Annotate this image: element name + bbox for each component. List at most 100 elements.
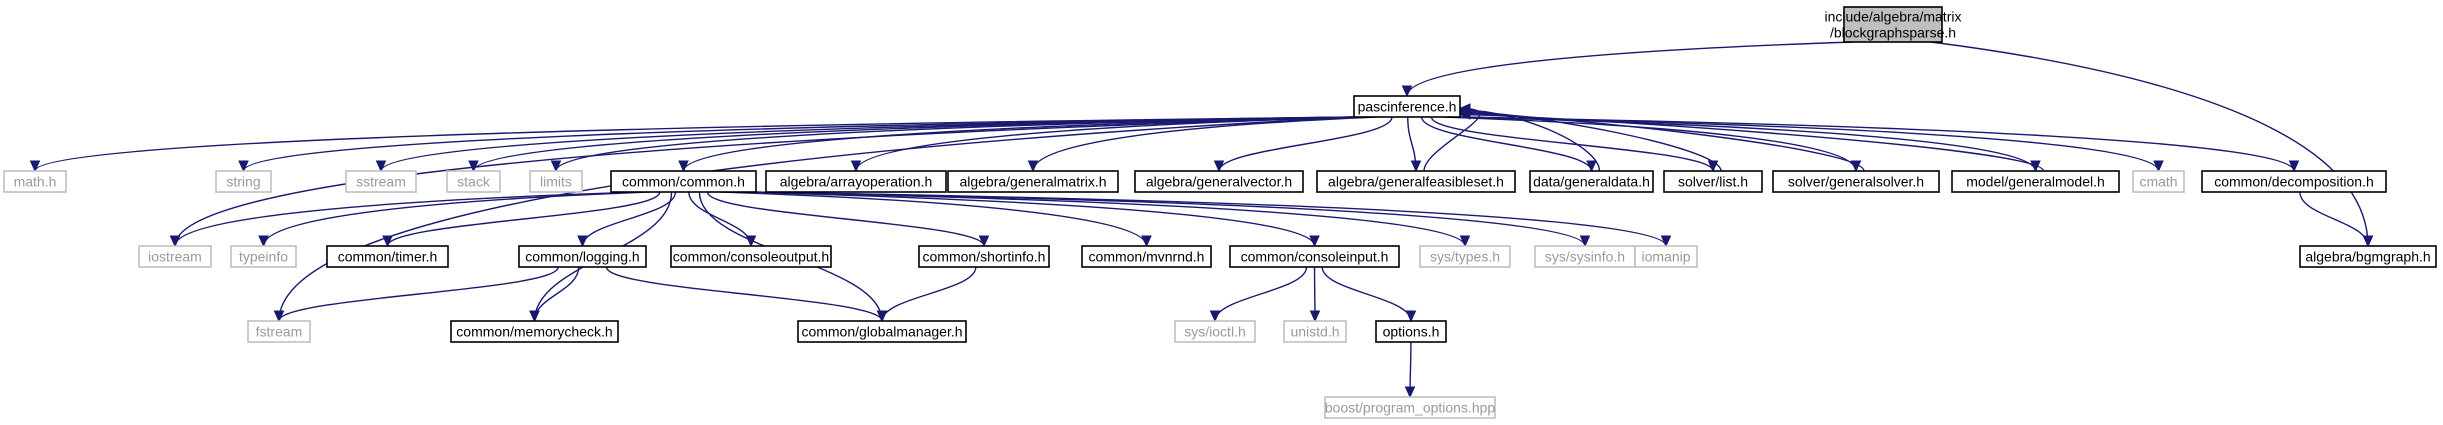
- node-box-logging: [518, 245, 647, 268]
- node-algebra_bgmgraph[interactable]: algebra/bgmgraph.h: [2299, 245, 2437, 268]
- node-generalfeasibleset[interactable]: algebra/generalfeasibleset.h: [1316, 170, 1516, 193]
- node-solverlist[interactable]: solver/list.h: [1663, 170, 1763, 193]
- node-label-syssysinfo: sys/sysinfo.h: [1545, 249, 1625, 265]
- node-generalvector[interactable]: algebra/generalvector.h: [1134, 170, 1304, 193]
- node-common_common[interactable]: common/common.h: [610, 170, 757, 193]
- node-label-generalsolver: solver/generalsolver.h: [1788, 174, 1924, 190]
- edge-decomposition-to-algebra_bgmgraph: [2299, 191, 2374, 248]
- node-box-iostream: [138, 245, 212, 268]
- edge-pascinference-to-decomposition-line: [1455, 116, 2295, 172]
- node-box-memorycheck: [450, 320, 619, 343]
- edge-common_common-to-shortinfo-line: [706, 191, 985, 247]
- edge-logging-to-memorycheck: [529, 266, 580, 323]
- node-sstream: sstream: [345, 170, 417, 193]
- node-generaldata[interactable]: data/generaldata.h: [1529, 170, 1654, 193]
- edge-common_common-to-iostream: [169, 191, 643, 248]
- node-fstream: fstream: [247, 320, 311, 343]
- edge-pascinference-to-generaldata: [1421, 116, 1597, 173]
- edge-solverlist-to-pascinference-line: [1459, 110, 1722, 172]
- edge-shortinfo-to-globalmanager-line: [881, 266, 977, 322]
- node-label-pascinference: pascinference.h: [1358, 99, 1457, 115]
- edge-pascinference-to-limits-arrowhead: [550, 160, 562, 173]
- edge-logging-to-fstream-arrowhead: [273, 310, 285, 323]
- edge-common_common-to-logging: [577, 191, 677, 248]
- node-shortinfo[interactable]: common/shortinfo.h: [918, 245, 1050, 268]
- node-box-math: [3, 170, 67, 193]
- node-label-systypes: sys/types.h: [1430, 249, 1500, 265]
- node-timer[interactable]: common/timer.h: [326, 245, 449, 268]
- node-box-common_common: [610, 170, 757, 193]
- node-box-generalmatrix: [947, 170, 1119, 193]
- node-label-sstream: sstream: [356, 174, 406, 190]
- node-systypes: sys/types.h: [1419, 245, 1511, 268]
- edge-pascinference-to-iostream-line: [174, 116, 1359, 247]
- edge-pascinference-to-math-arrowhead: [29, 160, 41, 173]
- node-logging[interactable]: common/logging.h: [518, 245, 647, 268]
- edge-consoleinput-to-sysioctl-arrowhead: [1209, 310, 1221, 323]
- edge-pascinference-to-generaldata-line: [1421, 116, 1593, 172]
- node-box-sysioctl: [1174, 320, 1256, 343]
- node-label-sysioctl: sys/ioctl.h: [1184, 324, 1245, 340]
- node-generalmodel[interactable]: model/generalmodel.h: [1951, 170, 2120, 193]
- edge-decomposition-to-algebra_bgmgraph-line: [2299, 191, 2369, 247]
- node-stack: stack: [446, 170, 501, 193]
- node-box-arrayoperation: [765, 170, 947, 193]
- node-mvnrnd[interactable]: common/mvnrnd.h: [1081, 245, 1212, 268]
- node-arrayoperation[interactable]: algebra/arrayoperation.h: [765, 170, 947, 193]
- edge-pascinference-to-generaldata-arrowhead: [1586, 160, 1597, 173]
- node-label-common_common: common/common.h: [622, 174, 745, 190]
- node-memorycheck[interactable]: common/memorycheck.h: [450, 320, 619, 343]
- node-typeinfo: typeinfo: [230, 245, 297, 268]
- node-globalmanager[interactable]: common/globalmanager.h: [797, 320, 967, 343]
- edge-pascinference-to-generalmatrix-line: [1032, 116, 1378, 172]
- node-label-consoleinput: common/consoleinput.h: [1241, 249, 1389, 265]
- edge-pascinference-to-stack-arrowhead: [468, 160, 479, 173]
- node-label-mvnrnd: common/mvnrnd.h: [1089, 249, 1205, 265]
- node-label-iomanip: iomanip: [1641, 249, 1690, 265]
- edge-common_common-to-timer-arrowhead: [382, 235, 393, 248]
- edge-consoleinput-to-options-line: [1321, 266, 1412, 322]
- edge-pascinference-to-math-line: [34, 116, 1359, 172]
- node-label-arrayoperation: algebra/arrayoperation.h: [780, 174, 933, 190]
- node-generalmatrix[interactable]: algebra/generalmatrix.h: [947, 170, 1119, 193]
- node-label-unistd: unistd.h: [1290, 324, 1339, 340]
- edge-root-to-pascinference-line: [1406, 41, 1855, 97]
- edge-generalmodel-to-pascinference-arrowhead: [1458, 109, 1471, 120]
- node-box-pascinference: [1353, 95, 1461, 118]
- edge-root-to-algebra_bgmgraph: [1930, 41, 2374, 248]
- edge-common_common-to-mvnrnd-arrowhead: [1141, 235, 1152, 248]
- node-box-solverlist: [1663, 170, 1763, 193]
- edge-pascinference-to-generalvector-arrowhead: [1213, 160, 1225, 173]
- node-limits: limits: [529, 170, 583, 193]
- node-consoleoutput[interactable]: common/consoleoutput.h: [670, 245, 832, 268]
- edge-consoleinput-to-unistd-arrowhead: [1309, 310, 1321, 323]
- node-box-timer: [326, 245, 449, 268]
- node-box-generaldata: [1529, 170, 1654, 193]
- node-generalsolver[interactable]: solver/generalsolver.h: [1772, 170, 1940, 193]
- node-box-root: [1843, 6, 1943, 43]
- node-label-generaldata: data/generaldata.h: [1533, 174, 1650, 190]
- edge-common_common-to-consoleinput: [733, 191, 1320, 248]
- node-box-string: [215, 170, 272, 193]
- node-pascinference[interactable]: pascinference.h: [1353, 95, 1461, 118]
- edge-common_common-to-timer: [382, 191, 661, 248]
- node-box-iomanip: [1634, 245, 1698, 268]
- edge-pascinference-to-generalfeasibleset-arrowhead: [1410, 160, 1422, 173]
- node-consoleinput[interactable]: common/consoleinput.h: [1229, 245, 1400, 268]
- edge-logging-to-globalmanager: [605, 266, 888, 323]
- node-label-generalfeasibleset: algebra/generalfeasibleset.h: [1328, 174, 1504, 190]
- node-box-sstream: [345, 170, 417, 193]
- node-decomposition[interactable]: common/decomposition.h: [2201, 170, 2387, 193]
- edge-logging-to-memorycheck-arrowhead: [529, 310, 540, 323]
- edge-common_common-to-typeinfo-line: [262, 191, 650, 247]
- node-label-globalmanager: common/globalmanager.h: [801, 324, 962, 340]
- node-box-consoleinput: [1229, 245, 1400, 268]
- node-label-math: math.h: [14, 174, 57, 190]
- node-string: string: [215, 170, 272, 193]
- node-label-generalmodel: model/generalmodel.h: [1966, 174, 2105, 190]
- edge-pascinference-to-decomposition-arrowhead: [2288, 160, 2300, 173]
- node-options[interactable]: options.h: [1375, 320, 1447, 343]
- node-root[interactable]: include/algebra/matrix/blockgraphsparse.…: [1825, 6, 1962, 43]
- node-box-systypes: [1419, 245, 1511, 268]
